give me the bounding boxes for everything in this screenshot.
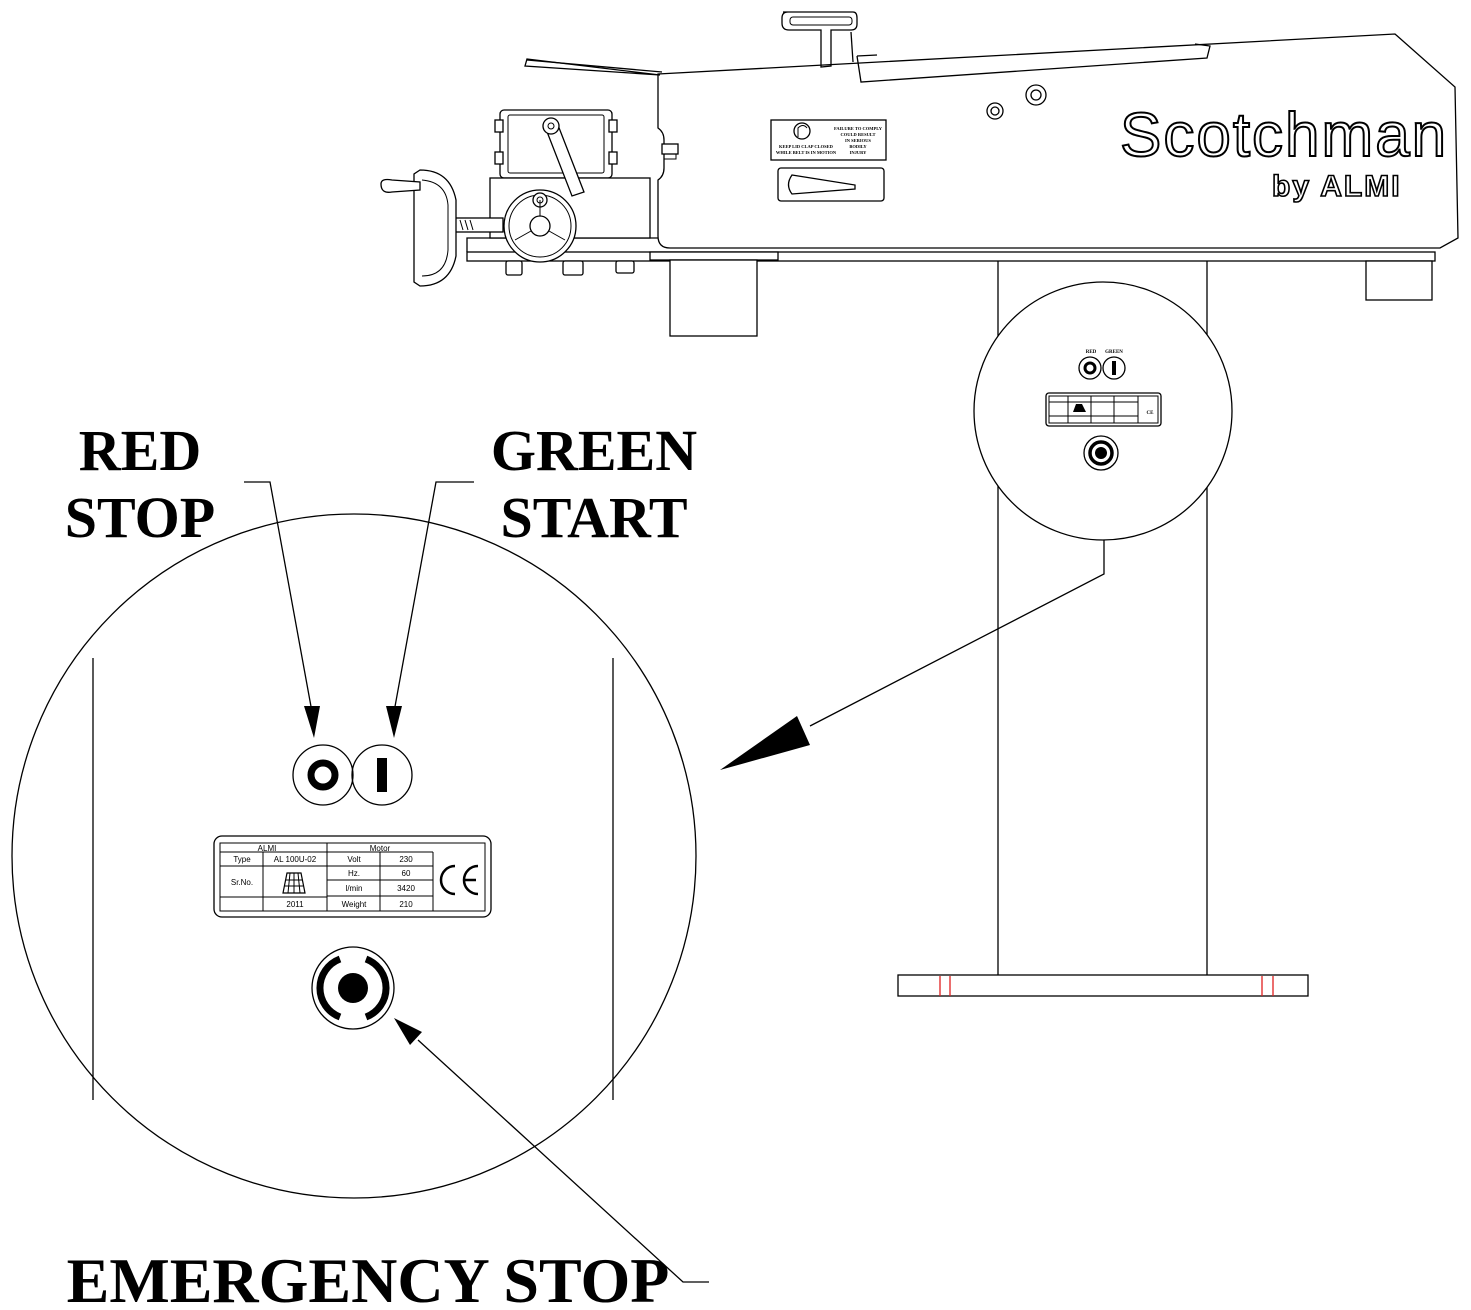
red-stop-label-line-1: RED [79, 418, 201, 483]
nameplate-header-right: Motor [370, 844, 391, 853]
small-ce-mark: CE [1147, 411, 1155, 416]
control-panel-overview: RED GREEN CE [720, 281, 1233, 770]
red-stop-button [292, 744, 354, 806]
brand-sub: by ALMI [1272, 170, 1402, 203]
red-stop-callout: RED STOP [65, 418, 320, 738]
sign-consequence-line-2: COULD RESULT [841, 132, 876, 137]
nameplate-hz-label: Hz. [348, 869, 360, 878]
nameplate-weight-value: 210 [399, 900, 413, 909]
machine-stand [897, 261, 1309, 997]
nameplate-header-left: ALMI [258, 844, 277, 853]
belt-sign [777, 167, 885, 202]
stand-base [897, 974, 1309, 997]
safety-sign: KEEP LID CLAP CLOSED WHILE BELT IS IN MO… [770, 119, 887, 161]
emergency-stop-button [311, 946, 395, 1030]
red-stop-label-line-2: STOP [65, 485, 215, 550]
nameplate-serial-label: Sr.No. [231, 878, 253, 887]
nameplate-rpm-label: l/min [346, 884, 363, 893]
nameplate: ALMI Motor Type AL 100U-02 Volt 230 Sr.N… [213, 835, 492, 918]
sign-consequence-line-3: IN SERIOUS [845, 138, 871, 143]
brand-logo: Scotchman [1120, 101, 1448, 170]
emergency-stop-callout: EMERGENCY STOP [67, 1018, 709, 1310]
nameplate-type-label: Type [233, 855, 251, 864]
small-red-label: RED [1086, 350, 1097, 355]
green-start-callout: GREEN START [386, 418, 697, 738]
green-start-label-line-2: START [500, 485, 687, 550]
sign-warning-line-2: WHILE BELT IS IN MOTION [776, 150, 837, 155]
sign-consequence-line-4: BODILY [849, 144, 867, 149]
almi-logo-icon [282, 872, 306, 894]
ce-mark-icon [439, 864, 479, 896]
sign-consequence-line-1: FAILURE TO COMPLY [834, 126, 883, 131]
green-start-label-line-1: GREEN [491, 418, 697, 483]
emergency-stop-label: EMERGENCY STOP [67, 1245, 670, 1310]
sign-warning-line-1: KEEP LID CLAP CLOSED [779, 144, 834, 149]
nameplate-type-value: AL 100U-02 [274, 855, 317, 864]
control-panel-detail: ALMI Motor Type AL 100U-02 Volt 230 Sr.N… [11, 513, 697, 1199]
nameplate-weight-label: Weight [342, 900, 368, 909]
nameplate-rpm-value: 3420 [397, 884, 415, 893]
sign-consequence-line-5: INJURY [850, 150, 868, 155]
nameplate-year-value: 2011 [286, 900, 304, 909]
nameplate-volt-value: 230 [399, 855, 413, 864]
green-start-button [351, 744, 413, 806]
nameplate-hz-value: 60 [402, 869, 411, 878]
belt-grinder-machine: KEEP LID CLAP CLOSED WHILE BELT IS IN MO… [380, 11, 1459, 337]
base-bolt-marks [939, 976, 1274, 996]
small-green-label: GREEN [1105, 350, 1123, 355]
nameplate-volt-label: Volt [347, 855, 361, 864]
